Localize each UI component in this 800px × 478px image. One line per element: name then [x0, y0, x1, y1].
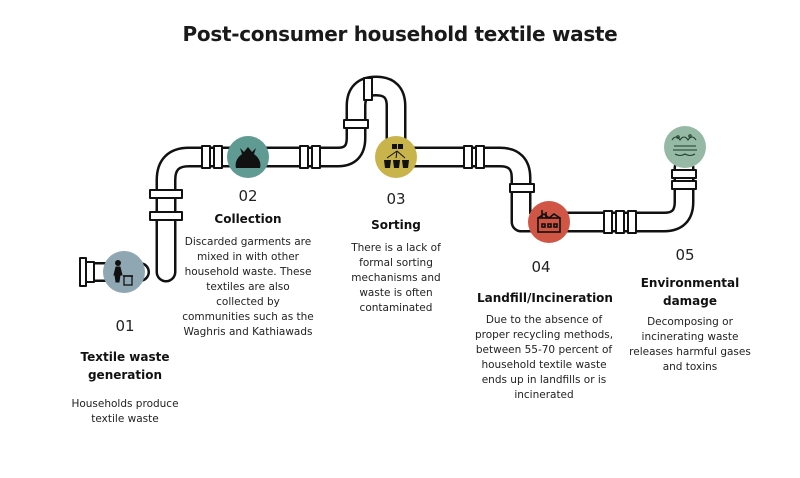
stage-01-node — [103, 251, 145, 293]
stage-05-number: 05 — [675, 246, 695, 264]
stage-01-heading: Textile waste generation — [80, 350, 170, 382]
stage-04-node — [528, 201, 570, 243]
stage-05-node — [664, 126, 706, 168]
stage-03-number: 03 — [386, 190, 406, 208]
stage-03-description: There is a lack of formal sorting mechan… — [351, 242, 441, 314]
stage-05-circle — [664, 126, 706, 168]
pollution-icon — [671, 134, 697, 157]
stage-04-number: 04 — [531, 258, 551, 276]
stage-04-circle — [528, 201, 570, 243]
stage-01-circle — [103, 251, 145, 293]
stage-01-number: 01 — [115, 317, 135, 335]
stage-04-heading: Landfill/Incineration — [477, 291, 613, 305]
stage-05-description: Decomposing or incinerating waste releas… — [629, 316, 751, 373]
stage-03-node — [375, 136, 417, 178]
pipeline — [79, 75, 697, 287]
stage-02-heading: Collection — [214, 212, 282, 226]
trash-bin-icon — [113, 260, 133, 286]
stage-04-description: Due to the absence of proper recycling m… — [474, 314, 614, 401]
stage-05-heading: Environmental damage — [640, 276, 740, 308]
stage-01-description: Households produce textile waste — [71, 398, 179, 425]
sorting-bins-icon — [384, 144, 409, 168]
factory-icon — [537, 210, 561, 233]
stage-02-description: Discarded garments are mixed in with oth… — [182, 236, 314, 338]
stage-03-heading: Sorting — [371, 218, 421, 232]
stage-02-number: 02 — [238, 187, 258, 205]
garbage-bag-icon — [235, 147, 261, 168]
page-title: Post-consumer household textile waste — [182, 22, 618, 46]
stage-02-node — [227, 136, 269, 178]
